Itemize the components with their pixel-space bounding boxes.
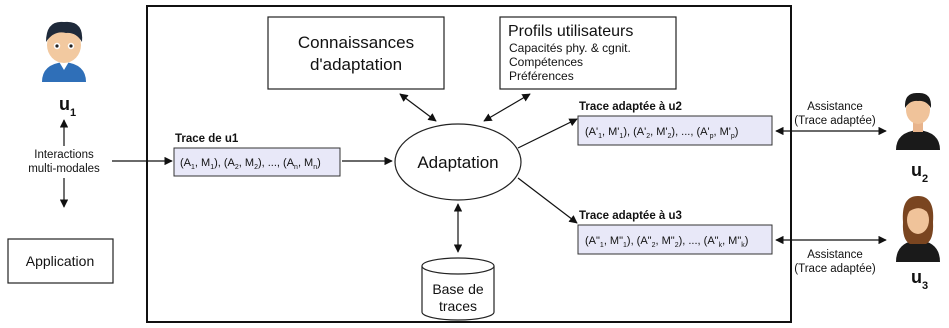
application-label: Application xyxy=(26,253,95,269)
interactions-label-bg xyxy=(18,146,112,178)
connaissances-adaptation-arrow xyxy=(399,93,437,122)
assistance-top-line2: (Trace adaptée) xyxy=(794,115,876,127)
trace-u3-sequence: (A"1, M"1), (A"2, M"2), ..., (A"k, M"k) xyxy=(585,235,748,249)
adaptation-to-u3-trace-arrow xyxy=(517,177,578,224)
base-de-traces-cylinder xyxy=(421,257,495,321)
trace-u3-title: Trace adaptée à u3 xyxy=(579,210,682,222)
trace-u2-sequence: (A'1, M'1), (A'2, M'2), ..., (A'p, M'p) xyxy=(585,126,738,140)
trace-u1-title: Trace de u1 xyxy=(175,133,239,145)
user-u1-label: u1 xyxy=(59,94,76,119)
user-u2-avatar-icon xyxy=(896,92,940,150)
adaptation-label: Adaptation xyxy=(417,153,498,172)
connaissances-line2: d'adaptation xyxy=(310,55,402,74)
base-traces-line1: Base de xyxy=(432,281,484,297)
user-u2-label: u2 xyxy=(911,160,928,185)
system-frame xyxy=(146,5,792,323)
interactions-label-line2: multi-modales xyxy=(28,163,100,175)
assistance-bottom-line1: Assistance xyxy=(807,249,863,261)
trace-u2-box xyxy=(577,115,773,146)
user-u3-label: u3 xyxy=(911,267,928,292)
profils-adaptation-arrow xyxy=(483,93,531,122)
interactions-label-line1: Interactions xyxy=(34,149,94,161)
adaptation-to-u2-trace-arrow xyxy=(517,118,578,149)
connaissances-box xyxy=(267,16,445,90)
adaptation-node xyxy=(394,123,522,201)
user-u1-avatar-icon xyxy=(42,21,86,82)
profils-item-preferences: Préférences xyxy=(509,69,574,83)
connaissances-line1: Connaissances xyxy=(298,33,414,52)
trace-u3-box xyxy=(577,224,773,255)
profils-item-capacites: Capacités phy. & cgnit. xyxy=(509,41,631,55)
trace-u1-sequence: (A1, M1), (A2, M2), ..., (An, Mn) xyxy=(180,157,321,171)
profils-item-competences: Compétences xyxy=(509,55,583,69)
base-traces-line2: traces xyxy=(439,298,477,314)
profils-box xyxy=(499,16,677,90)
application-box xyxy=(7,238,114,284)
user-u3-avatar-icon xyxy=(896,196,940,262)
assistance-top-line1: Assistance xyxy=(807,101,863,113)
assistance-bottom-line2: (Trace adaptée) xyxy=(794,263,876,275)
profils-title: Profils utilisateurs xyxy=(508,23,633,40)
trace-u2-title: Trace adaptée à u2 xyxy=(579,101,682,113)
trace-u1-box xyxy=(173,147,341,177)
